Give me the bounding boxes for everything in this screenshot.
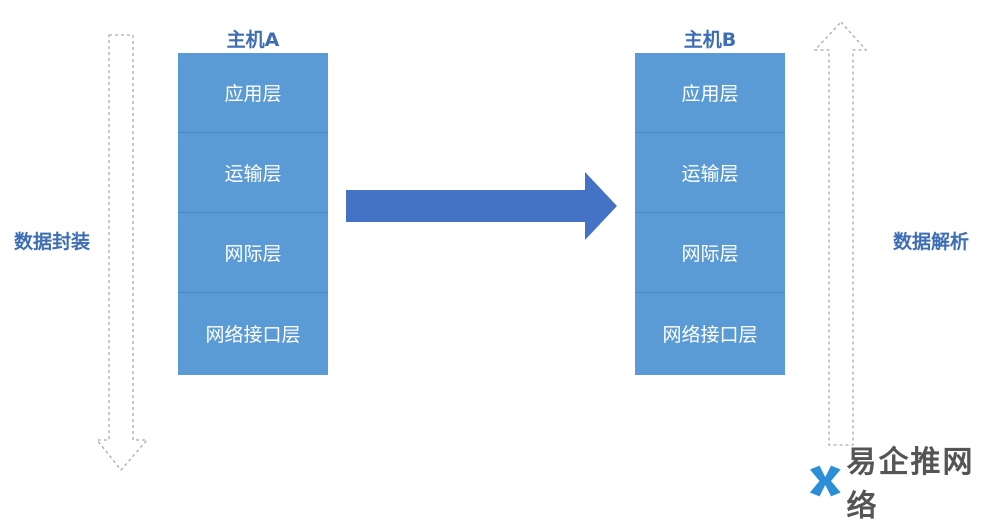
parsing-up-arrow — [813, 21, 868, 446]
host-a-internet-layer: 网际层 — [178, 213, 328, 293]
transmission-arrow — [346, 172, 617, 240]
host-a-stack: 应用层 运输层 网际层 网络接口层 — [178, 53, 328, 375]
arrows-layer — [95, 21, 868, 472]
encapsulation-down-arrow — [95, 34, 149, 472]
host-b-application-layer: 应用层 — [635, 53, 785, 133]
host-b-internet-layer: 网际层 — [635, 213, 785, 293]
host-a-transport-layer: 运输层 — [178, 133, 328, 213]
host-b-transport-layer: 运输层 — [635, 133, 785, 213]
watermark-logo: 易企推网络 — [808, 437, 1000, 525]
logo-icon — [809, 465, 841, 497]
host-b-title: 主机B — [683, 29, 737, 51]
host-b-stack: 应用层 运输层 网际层 网络接口层 — [635, 53, 785, 375]
host-a-application-layer: 应用层 — [178, 53, 328, 133]
host-b-network-interface-layer: 网络接口层 — [662, 323, 758, 346]
encapsulation-label: 数据封装 — [14, 231, 91, 253]
parsing-label: 数据解析 — [893, 231, 970, 253]
watermark-text: 易企推网络 — [846, 445, 975, 524]
host-a-network-interface-layer: 网络接口层 — [205, 323, 301, 346]
host-a-title: 主机A — [226, 29, 280, 51]
